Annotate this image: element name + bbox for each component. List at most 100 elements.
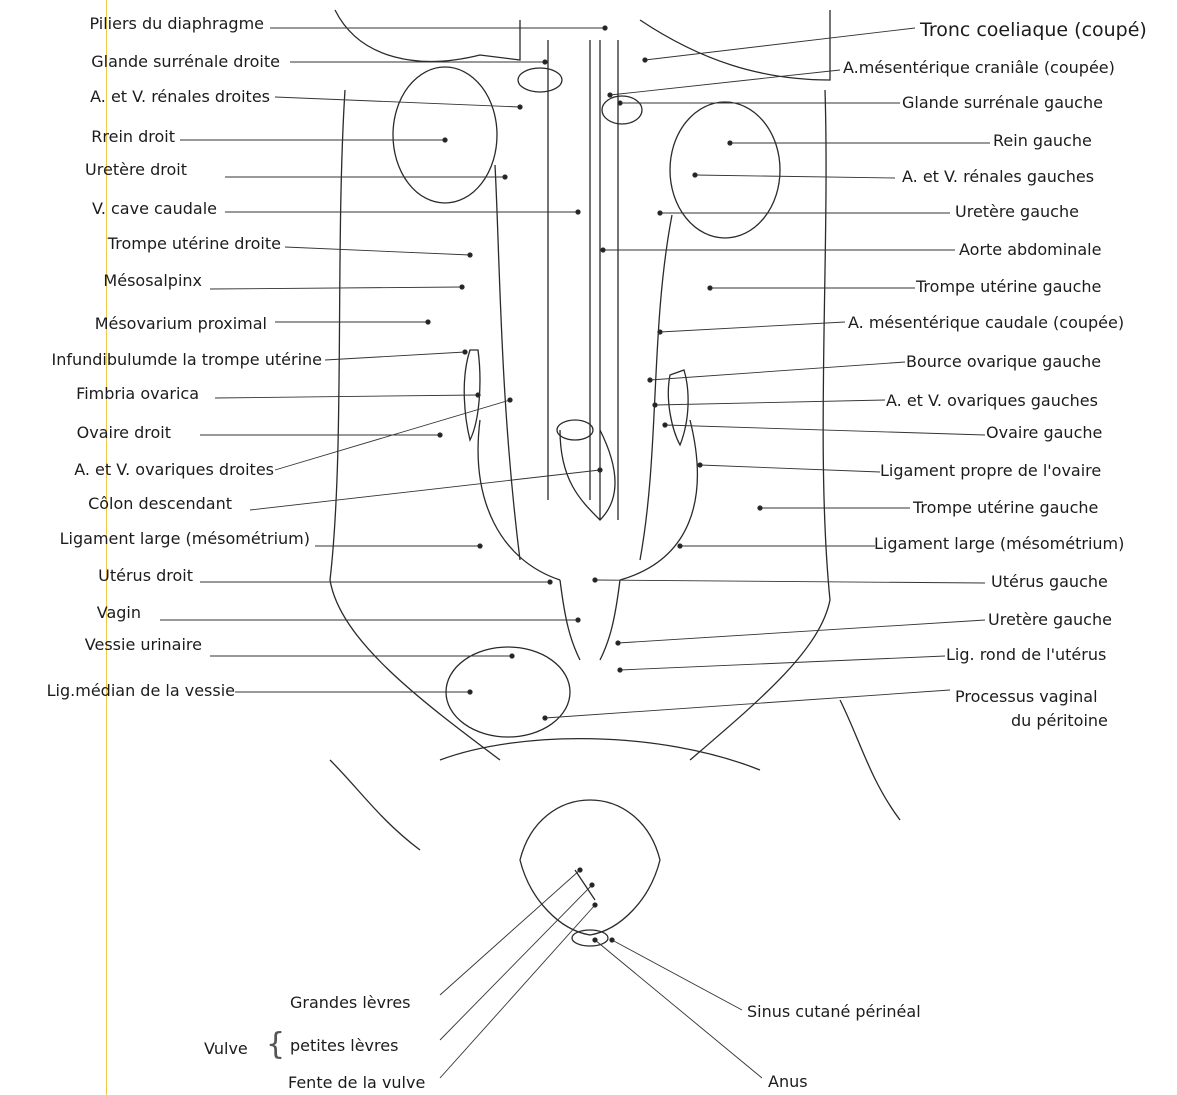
- leader-line: [440, 870, 580, 995]
- leader-dot: [578, 868, 582, 872]
- label-arteres-ovariques-gauches: A. et V. ovariques gauches: [886, 391, 1098, 411]
- leader-dot: [543, 716, 547, 720]
- label-mesenterique-craniale: A.mésentérique craniâle (coupée): [843, 58, 1115, 78]
- leader-line: [665, 425, 985, 435]
- leader-dot: [443, 138, 447, 142]
- leader-line: [650, 362, 905, 380]
- leader-dot: [518, 105, 522, 109]
- label-rein-gauche: Rein gauche: [993, 131, 1092, 151]
- label-processus-vaginal: Processus vaginal: [955, 687, 1098, 707]
- leader-dot: [698, 463, 702, 467]
- leader-dot: [576, 618, 580, 622]
- leader-dot: [616, 641, 620, 645]
- label-uterus-droit: Utérus droit: [98, 566, 193, 586]
- left-uterine-horn: [620, 420, 697, 580]
- leader-dot: [478, 544, 482, 548]
- leader-dot: [593, 938, 597, 942]
- leader-line: [210, 287, 462, 289]
- leader-line: [325, 352, 465, 360]
- leader-dot: [460, 285, 464, 289]
- thigh-right: [840, 700, 900, 820]
- label-ovaire-droit: Ovaire droit: [77, 423, 171, 443]
- label-glande-surrenale-droite: Glande surrénale droite: [91, 52, 280, 72]
- label-mesosalpinx: Mésosalpinx: [103, 271, 202, 291]
- label-trompe-uterine-gauche-2: Trompe utérine gauche: [913, 498, 1098, 518]
- label-grandes-levres: Grandes lèvres: [290, 993, 411, 1013]
- label-veine-cave-caudale: V. cave caudale: [92, 199, 217, 219]
- label-bource-ovarique-gauche: Bource ovarique gauche: [906, 352, 1101, 372]
- leader-dot: [618, 668, 622, 672]
- leader-dot: [653, 403, 657, 407]
- leader-dot: [758, 506, 762, 510]
- label-mesovarium-proximal: Mésovarium proximal: [95, 314, 267, 334]
- leader-line: [612, 940, 742, 1010]
- leader-dot: [426, 320, 430, 324]
- label-aorte-abdominale: Aorte abdominale: [959, 240, 1101, 260]
- right-adrenal: [518, 68, 562, 92]
- leader-dot: [590, 883, 594, 887]
- label-fente-vulve: Fente de la vulve: [288, 1073, 425, 1093]
- leader-dot: [576, 210, 580, 214]
- leader-dot: [603, 26, 607, 30]
- leader-dot: [708, 286, 712, 290]
- label-sinus-cutane-perineal: Sinus cutané périnéal: [747, 1002, 921, 1022]
- label-vagin: Vagin: [97, 603, 141, 623]
- leader-line: [285, 247, 470, 255]
- leader-line: [700, 465, 880, 472]
- right-kidney: [393, 67, 497, 203]
- leader-dot: [601, 248, 605, 252]
- label-trompe-uterine-gauche-1: Trompe utérine gauche: [916, 277, 1101, 297]
- leader-dot: [593, 903, 597, 907]
- leader-dot: [593, 578, 597, 582]
- body-outline-right: [690, 90, 830, 760]
- left-ureter: [640, 215, 672, 560]
- leader-dot: [608, 93, 612, 97]
- label-uterus-gauche: Utérus gauche: [991, 572, 1108, 592]
- label-arteres-ovariques-droites: A. et V. ovariques droites: [74, 460, 274, 480]
- leader-dot: [648, 378, 652, 382]
- diaphragm-right: [640, 10, 830, 80]
- label-vessie-urinaire: Vessie urinaire: [85, 635, 202, 655]
- leader-dot: [658, 211, 662, 215]
- leader-dot: [510, 654, 514, 658]
- leader-line: [660, 322, 845, 332]
- thigh-left: [330, 760, 420, 850]
- label-piliers-diaphragme: Piliers du diaphragme: [89, 14, 264, 34]
- descending-colon-cut: [557, 420, 593, 440]
- leader-dot: [438, 433, 442, 437]
- leader-dot: [610, 938, 614, 942]
- leader-dot: [728, 141, 732, 145]
- leader-dot: [658, 330, 662, 334]
- pelvic-floor: [440, 739, 760, 770]
- leader-line: [618, 620, 985, 643]
- leader-dot: [618, 101, 622, 105]
- leader-dot: [598, 468, 602, 472]
- leader-line: [645, 28, 915, 60]
- leader-dot: [503, 175, 507, 179]
- label-vulve: Vulve: [204, 1039, 248, 1059]
- leader-dot: [476, 393, 480, 397]
- anus-ring: [572, 930, 608, 946]
- leader-line: [595, 940, 762, 1078]
- label-infundibulum: Infundibulumde la trompe utérine: [52, 350, 323, 370]
- left-adrenal: [602, 96, 642, 124]
- label-lig-rond-uterus: Lig. rond de l'utérus: [946, 645, 1106, 665]
- leader-dot: [508, 398, 512, 402]
- left-ovary: [668, 370, 688, 445]
- label-arteres-renales-droites: A. et V. rénales droites: [90, 87, 270, 107]
- leader-line: [440, 905, 595, 1078]
- leader-dot: [678, 544, 682, 548]
- label-colon-descendant: Côlon descendant: [88, 494, 232, 514]
- left-kidney: [670, 102, 780, 238]
- label-ligament-large-gauche: Ligament large (mésométrium): [874, 534, 1124, 554]
- diaphragm-left: [335, 10, 520, 61]
- leader-dot: [468, 690, 472, 694]
- label-ovaire-gauche: Ovaire gauche: [986, 423, 1102, 443]
- colon: [560, 430, 615, 520]
- label-rein-droit: Rrein droit: [91, 127, 175, 147]
- label-lig-median-vessie: Lig.médian de la vessie: [47, 681, 235, 701]
- label-glande-surrenale-gauche: Glande surrénale gauche: [902, 93, 1103, 113]
- label-uretere-droit: Uretère droit: [85, 160, 187, 180]
- vulve-brace: {: [266, 1028, 285, 1062]
